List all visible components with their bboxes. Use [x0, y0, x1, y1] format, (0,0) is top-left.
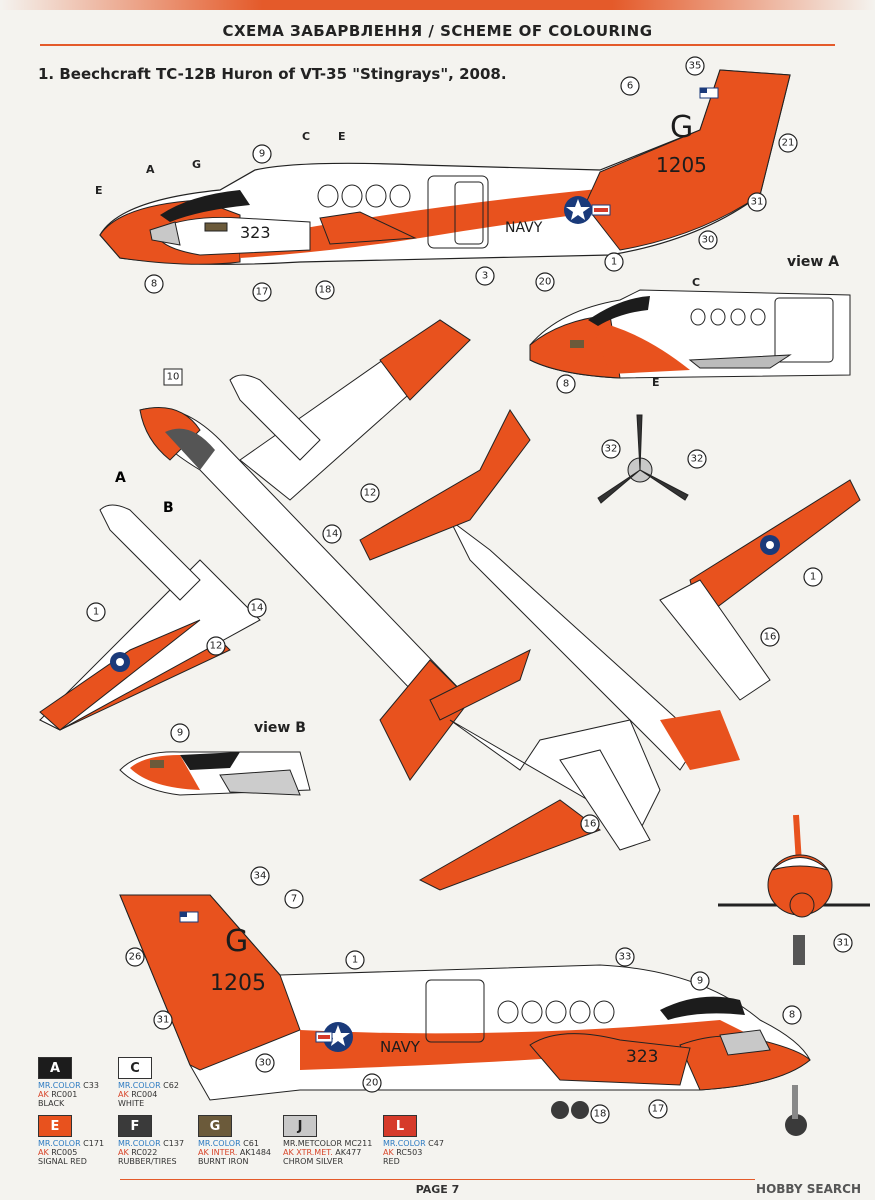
callout-31-front: 31	[837, 938, 850, 949]
callout-30: 30	[702, 235, 715, 246]
legend-swatch-f: F	[118, 1115, 152, 1137]
plan-view-top: 1 10 12 14 14 12 A B	[38, 319, 531, 781]
callout-1-bottom: 1	[352, 955, 358, 966]
color-letter-e-view-a: E	[652, 376, 660, 389]
callout-16: 16	[764, 632, 777, 643]
callout-8-view-a: 8	[563, 379, 569, 390]
legend-swatch-g: G	[198, 1115, 232, 1137]
callout-30-bottom: 30	[259, 1058, 272, 1069]
callout-9: 9	[259, 149, 265, 160]
side-profile-right: G 1205 NAVY 323	[119, 894, 811, 1136]
legend-name-e: SIGNAL RED	[38, 1157, 87, 1166]
callout-6: 6	[627, 81, 633, 92]
callout-14-b: 14	[251, 603, 264, 614]
callout-35: 35	[689, 61, 702, 72]
color-letter-e: E	[95, 184, 103, 197]
propeller-diagram: 32 32	[597, 414, 707, 504]
legend-chip-a: A MR.COLOR C33 AK RC001 BLACK	[38, 1057, 128, 1108]
legend-name-g: BURNT IRON	[198, 1157, 249, 1166]
callout-18-bottom: 18	[594, 1109, 607, 1120]
legend-name-c: WHITE	[118, 1099, 145, 1108]
legend-name-f: RUBBER/TIRES	[118, 1157, 177, 1166]
view-b-label: view B	[254, 720, 306, 736]
callout-20-bottom: 20	[366, 1078, 379, 1089]
color-letter-a: A	[146, 163, 155, 176]
legend-name-a: BLACK	[38, 1099, 65, 1108]
callout-33: 33	[619, 952, 632, 963]
tail-number-top: 1205	[656, 153, 707, 177]
callout-34: 34	[254, 871, 267, 882]
legend-chip-f: F MR.COLOR C137 AK RC022 RUBBER/TIRES	[118, 1115, 208, 1166]
legend-swatch-e: E	[38, 1115, 72, 1137]
callout-32: 32	[605, 444, 618, 455]
legend-swatch-j: J	[283, 1115, 317, 1137]
tail-code-bottom: G	[225, 924, 248, 959]
tail-code-top: G	[670, 110, 693, 145]
legend-name-l: RED	[383, 1157, 400, 1166]
nose-number-bottom: 323	[626, 1047, 658, 1067]
callout-32-b: 32	[691, 454, 704, 465]
callout-12-b: 12	[210, 641, 223, 652]
callout-1-under: 1	[810, 572, 816, 583]
callout-21: 21	[782, 138, 795, 149]
color-letter-g: G	[192, 158, 201, 171]
callout-7: 7	[291, 894, 297, 905]
arrow-b-label: B	[163, 500, 174, 516]
side-profile-left: G 1205 323 NAVY	[99, 69, 791, 265]
aircraft-subtitle: 1. Beechcraft TC-12B Huron of VT-35 "Sti…	[38, 65, 507, 83]
callout-18: 18	[319, 285, 332, 296]
arrow-a-label: A	[115, 470, 126, 486]
color-letter-c-view-a: C	[692, 276, 700, 289]
legend-swatch-c: C	[118, 1057, 152, 1079]
legend-chip-e: E MR.COLOR C171 AK RC005 SIGNAL RED	[38, 1115, 128, 1166]
navy-text-bottom: NAVY	[380, 1038, 421, 1056]
view-a-label: view A	[787, 254, 840, 270]
callout-31: 31	[751, 197, 764, 208]
footer-rule	[120, 1179, 755, 1180]
callout-9-bottom: 9	[697, 976, 703, 987]
legend-chip-j: J MR.METCOLOR MC211 AK XTR.MET. AK477 CH…	[283, 1115, 373, 1166]
legend-chip-l: L MR.COLOR C47 AK RC503 RED	[383, 1115, 473, 1166]
callout-8: 8	[151, 279, 157, 290]
front-view: 31	[718, 814, 870, 965]
tail-number-bottom: 1205	[210, 971, 266, 996]
legend-swatch-l: L	[383, 1115, 417, 1137]
callout-3: 3	[482, 271, 488, 282]
navy-text-top: NAVY	[505, 220, 543, 236]
callout-17-bottom: 17	[652, 1104, 665, 1115]
callout-8-bottom: 8	[789, 1010, 795, 1021]
nose-number-top: 323	[240, 223, 271, 242]
callout-14: 14	[326, 529, 339, 540]
callout-26: 26	[129, 952, 142, 963]
callout-12: 12	[364, 488, 377, 499]
callout-20: 20	[539, 277, 552, 288]
plan-view-bottom: 1 16 16	[359, 409, 861, 891]
view-a-drawing: 8 C E	[529, 276, 851, 394]
callout-17: 17	[256, 287, 269, 298]
color-letter-c: C	[302, 130, 310, 143]
page-number: PAGE 7	[415, 1183, 460, 1196]
header-rule	[40, 44, 835, 46]
callout-9-view-b: 9	[177, 728, 183, 739]
legend-name-j: CHROM SILVER	[283, 1157, 344, 1166]
callout-31-bottom: 31	[157, 1015, 170, 1026]
color-letter-e-2: E	[338, 130, 346, 143]
watermark-logo: HOBBY SEARCH	[756, 1182, 861, 1196]
legend-chip-c: C MR.COLOR C62 AK RC004 WHITE	[118, 1057, 208, 1108]
callout-16-b: 16	[584, 819, 597, 830]
legend-chip-g: G MR.COLOR C61 AK INTER. AK1484 BURNT IR…	[198, 1115, 288, 1166]
page-title: СХЕМА ЗАБАРВЛЕННЯ / SCHEME OF COLOURING	[222, 22, 653, 40]
callout-1: 1	[611, 257, 617, 268]
legend-swatch-a: A	[38, 1057, 72, 1079]
view-b-drawing: 9	[119, 723, 311, 796]
callout-1-plan: 1	[93, 607, 99, 618]
callout-10: 10	[167, 372, 180, 383]
header-bar	[0, 0, 875, 10]
